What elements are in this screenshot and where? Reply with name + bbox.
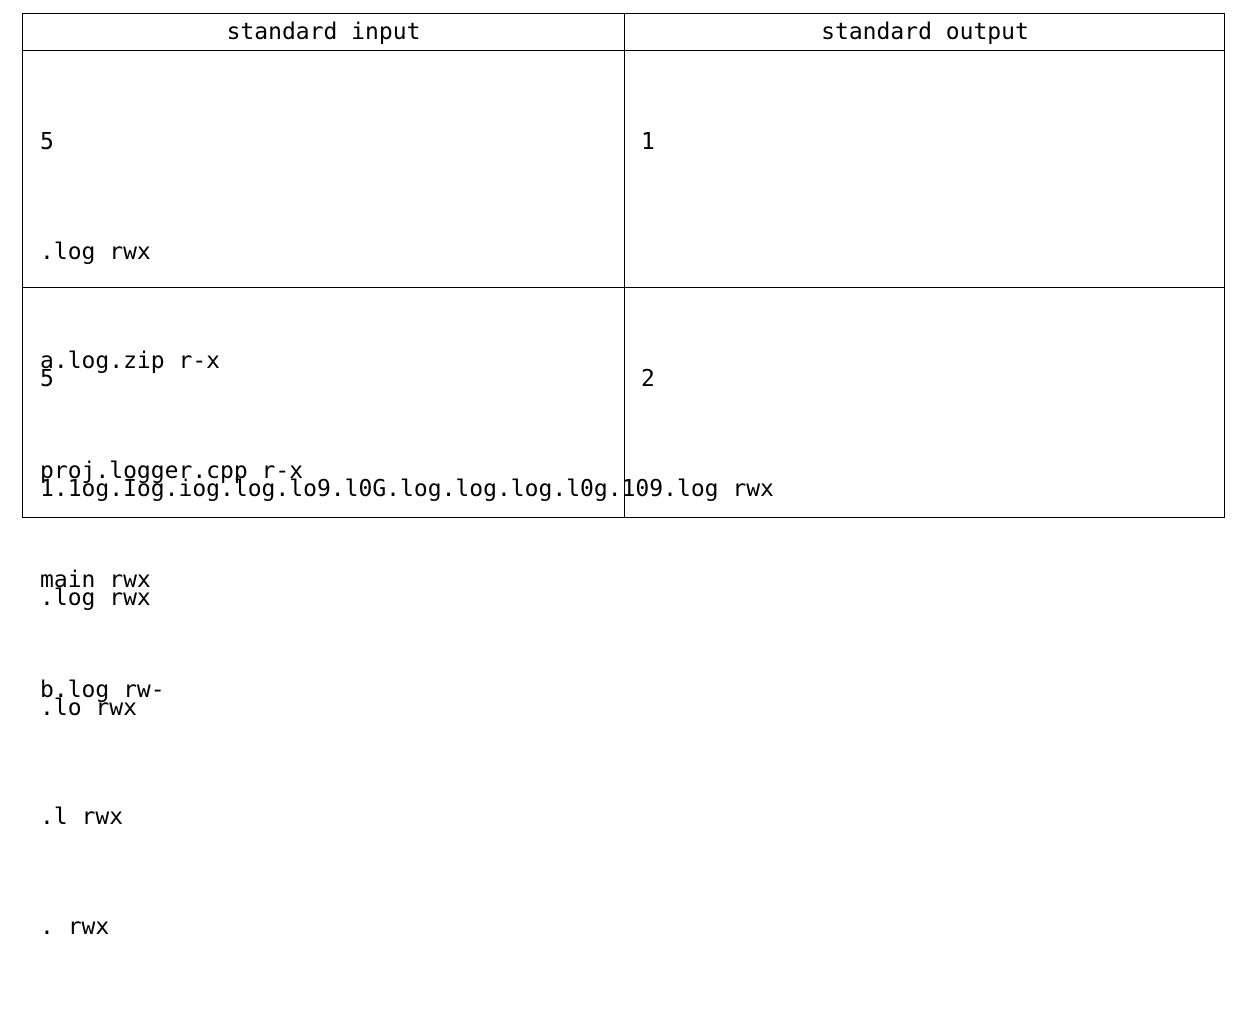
example-io-table: standard input standard output 5 .log rw…: [22, 13, 1225, 940]
input-line: 1.1og.Iog.iog.log.lo9.l0G.log.log.log.l0…: [40, 475, 774, 502]
standard-output-header: standard output: [821, 19, 1029, 45]
input-line: .lo rwx: [40, 694, 137, 721]
input-line: proj.logger.cpp r-x: [40, 457, 304, 484]
input-line: .log rwx: [40, 585, 151, 611]
example-1-output: 1: [641, 51, 696, 234]
row-divider: [23, 287, 1224, 288]
output-line: 2: [641, 366, 655, 392]
output-line: 1: [641, 129, 655, 155]
input-line: 5: [40, 366, 54, 392]
column-divider: [624, 14, 625, 517]
example-2-output: 2: [641, 288, 696, 471]
input-line: a.log.zip r-x: [40, 348, 221, 374]
header-divider: [23, 50, 1224, 51]
input-line: 5: [40, 129, 54, 155]
input-line: . rwx: [40, 913, 110, 940]
standard-input-header: standard input: [226, 19, 421, 45]
input-line: .log rwx: [40, 238, 151, 265]
input-line: .l rwx: [40, 804, 124, 830]
